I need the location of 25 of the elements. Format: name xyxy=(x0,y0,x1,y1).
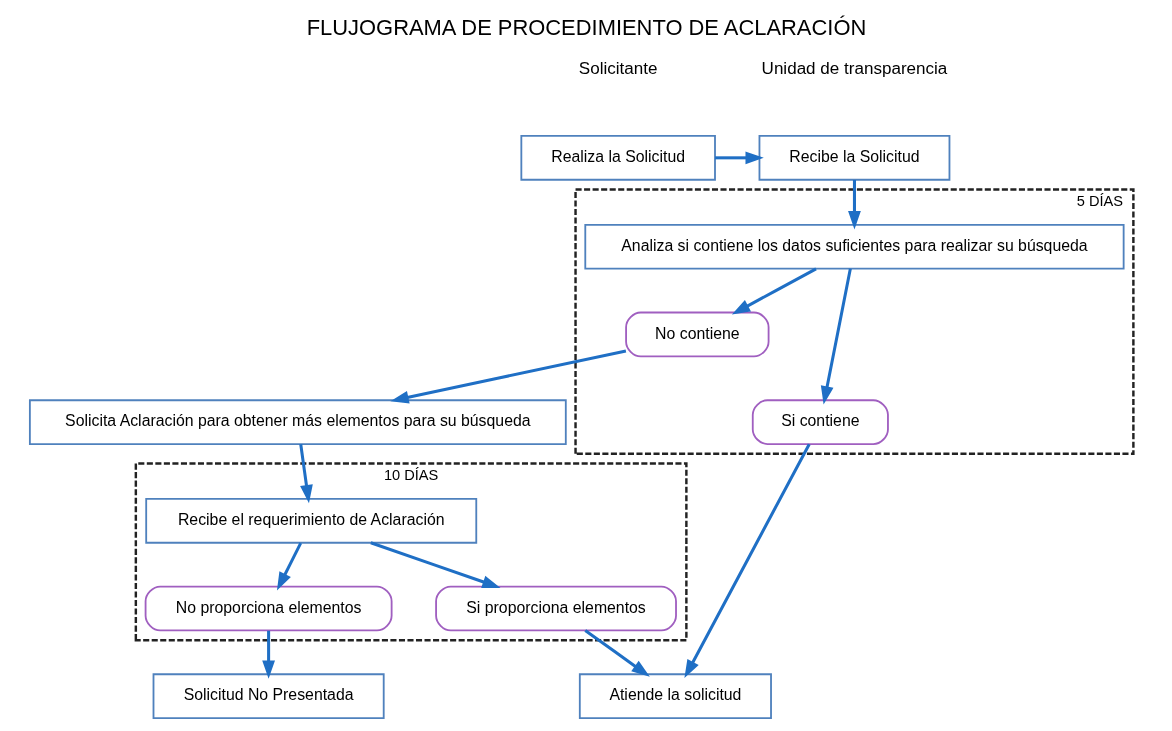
diagram-title: FLUJOGRAMA DE PROCEDIMIENTO DE ACLARACIÓN xyxy=(306,15,866,41)
arrow xyxy=(261,630,275,679)
arrow xyxy=(276,542,302,591)
node-box: Solicitud No Presentada xyxy=(152,673,385,720)
arrow xyxy=(683,443,811,679)
node-box: Realiza la Solicitud xyxy=(519,135,716,181)
arrow xyxy=(298,444,313,504)
node-box: Si contiene xyxy=(751,399,889,445)
arrow xyxy=(583,629,650,677)
node-box: Recibe la Solicitud xyxy=(758,135,950,181)
arrow xyxy=(389,349,626,404)
label: Unidad de transparencia xyxy=(761,59,947,79)
node-box: No proporciona elementos xyxy=(144,585,393,632)
node-box: No contiene xyxy=(624,311,769,358)
arrow xyxy=(847,180,861,230)
arrow xyxy=(820,268,852,405)
arrow xyxy=(731,267,817,315)
node-box: Analiza si contiene los datos suficientes para realizar su búsqueda xyxy=(583,223,1125,270)
node-box: Solicita Aclaración para obtener más elementos para su búsqueda xyxy=(28,399,567,445)
node-box: Si proporciona elementos xyxy=(434,585,677,632)
node-box: Recibe el requerimiento de Aclaración xyxy=(144,497,477,544)
arrow xyxy=(714,151,764,165)
node-box: Atiende la solicitud xyxy=(578,673,772,720)
arrow xyxy=(369,541,501,588)
label: Solicitante xyxy=(578,59,657,79)
